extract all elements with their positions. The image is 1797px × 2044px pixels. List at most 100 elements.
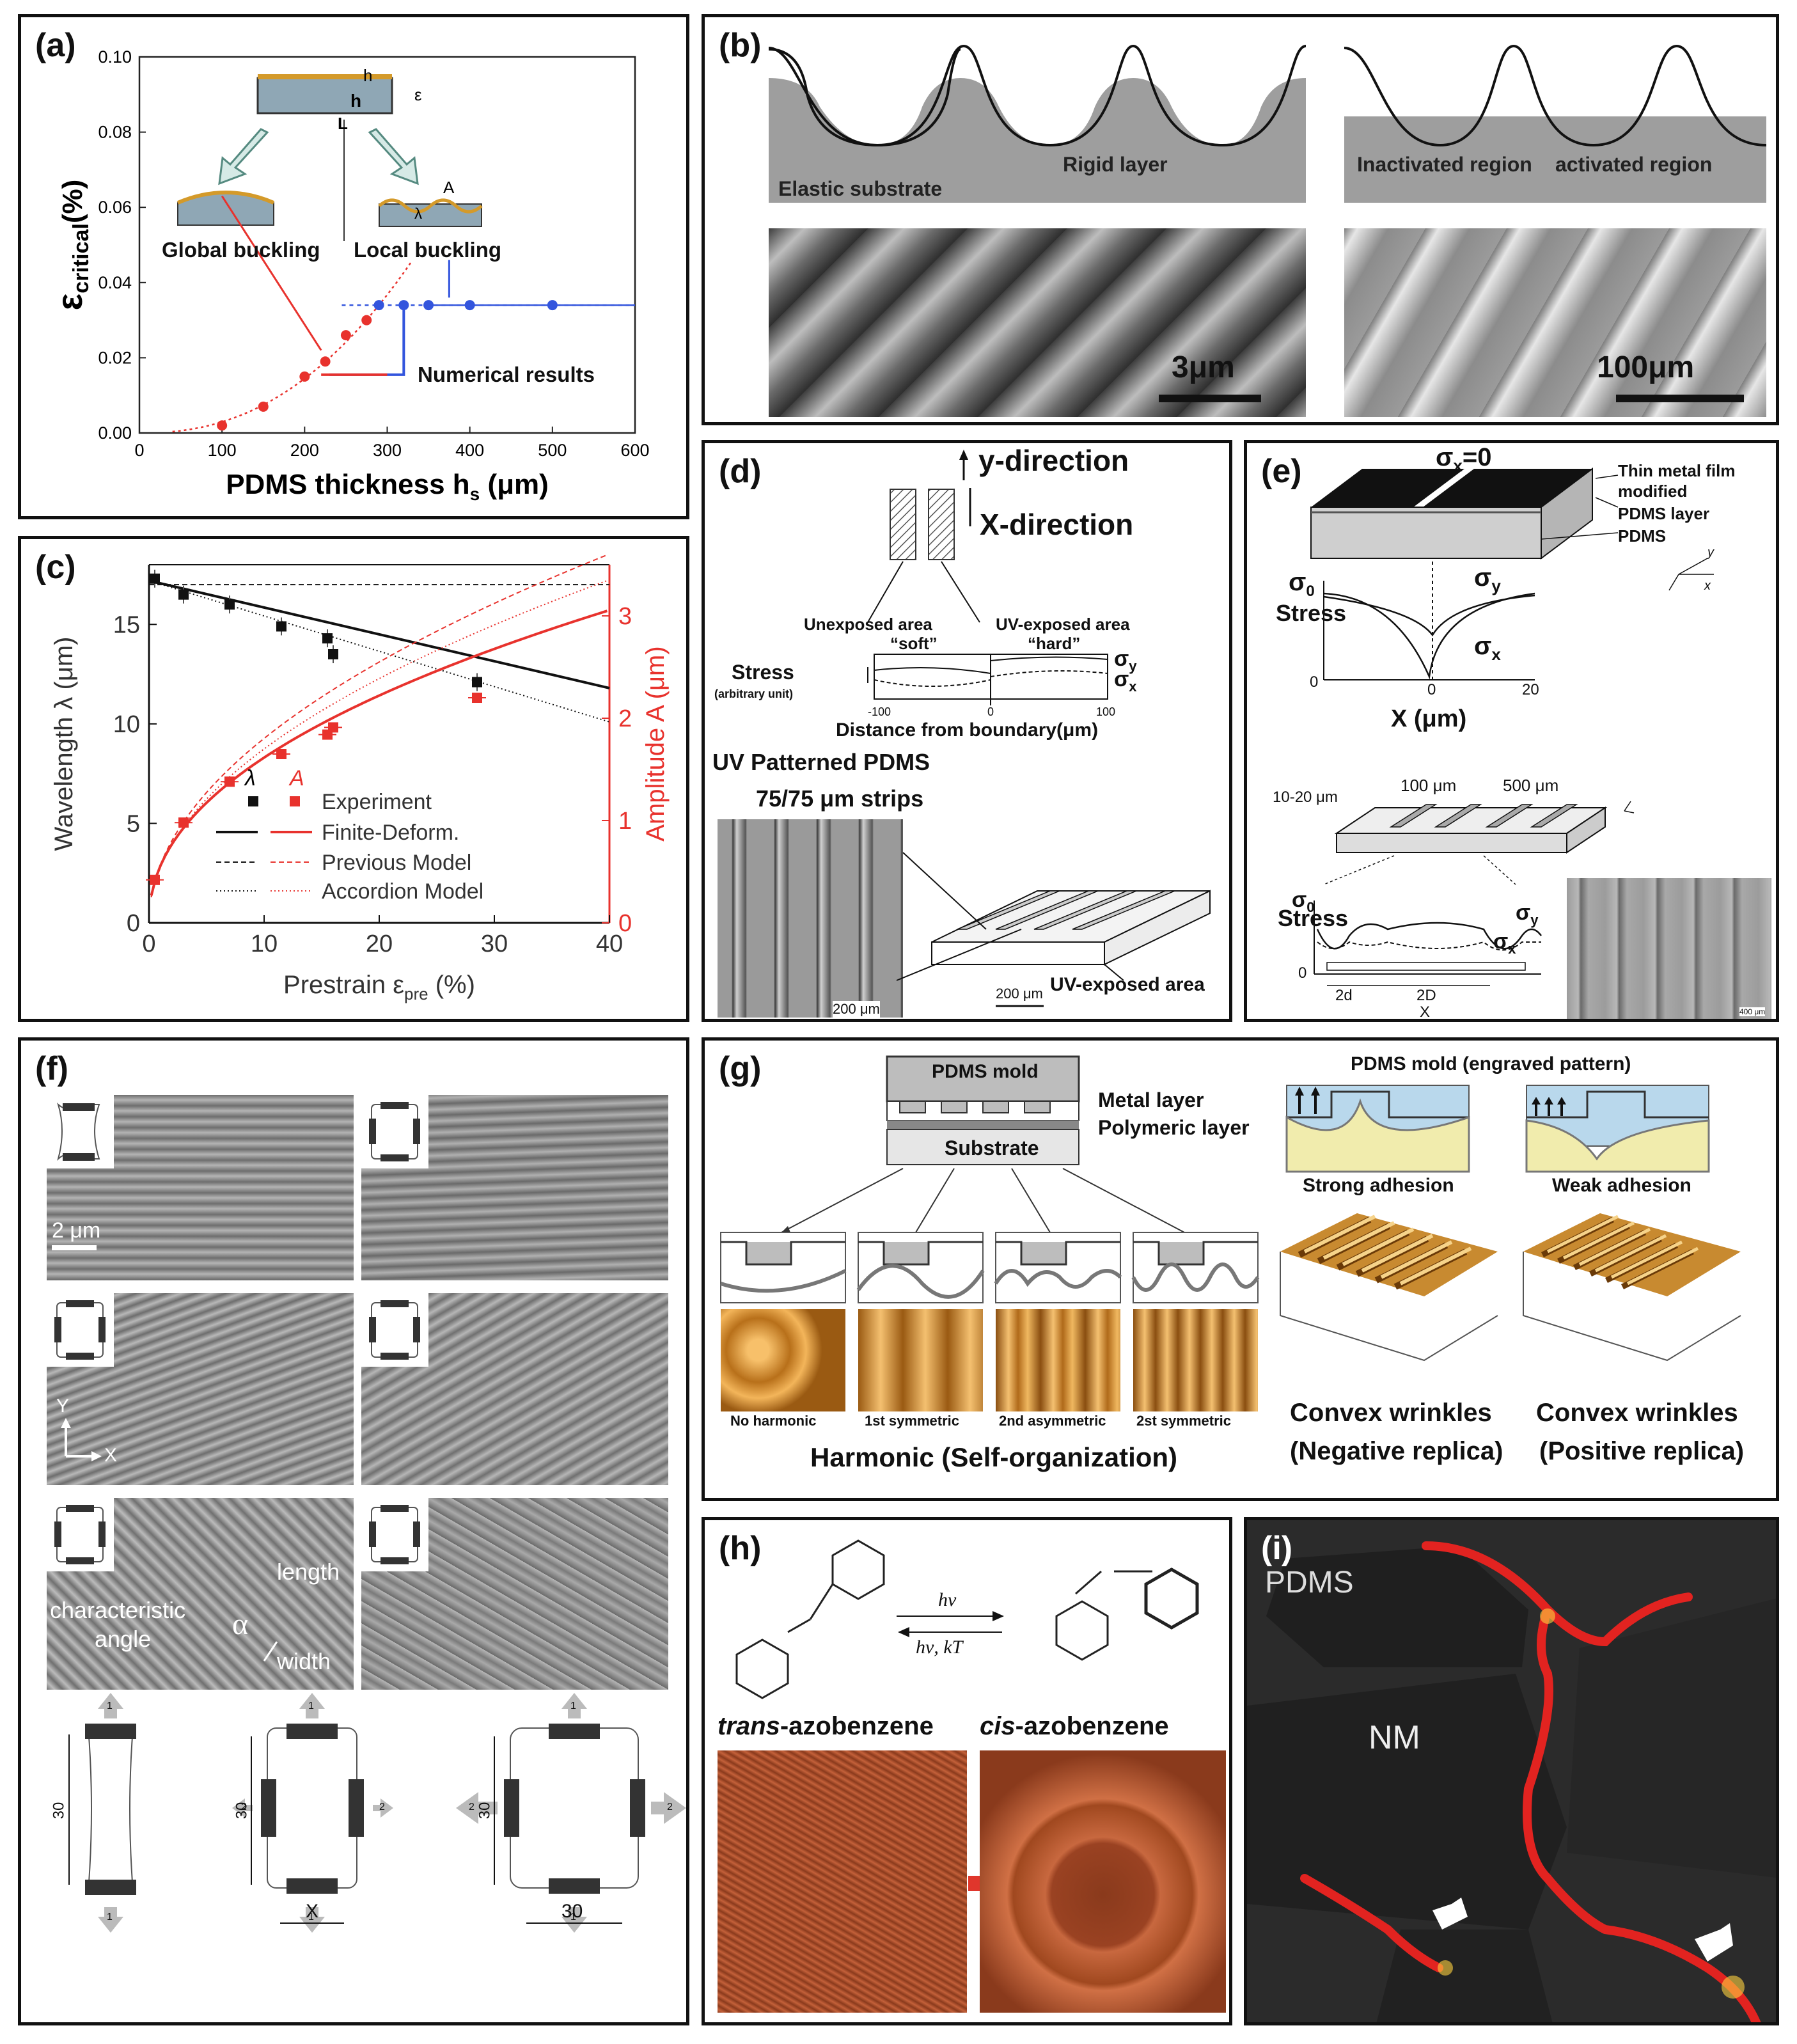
i-arrows [1432,1898,1733,1961]
h-cis-pattern-image [980,1750,1226,2013]
data-point-amplitude-c [224,776,235,787]
y-axis-label-c: Wavelength λ (μm) [50,637,78,851]
g-mode-2nd-asymmetric: 2nd asymmetric [999,1413,1106,1429]
h-cis-label: cis-azobenzene [980,1712,1169,1740]
d-stress: Stress [732,661,794,684]
legend-label-c: Experiment [322,790,432,814]
e-xlabel: X (μm) [1391,705,1467,732]
d-xdir: X-direction [980,508,1134,541]
b-sem-left-image [769,228,1306,417]
x-tick-label-a: 200 [290,441,319,460]
d-tick-100: 100 [1096,705,1116,718]
d-sigma-x: σx [1114,667,1137,695]
g-afm-2nd-asymmetric [996,1309,1120,1411]
f-arrow-1-bot-a: 1 [107,1912,113,1922]
e-width-500: 500 μm [1503,776,1559,795]
e-scale: 400 μm [1739,1007,1766,1016]
data-point-a [361,315,372,326]
data-point-a [423,300,434,311]
g-polymeric-layer: Polymeric layer [1098,1116,1250,1139]
e-2D: 2D [1416,987,1436,1004]
data-point-amplitude-c [178,817,189,828]
y2-tick-label-c: 2 [618,705,632,732]
e-sigma-y: σy [1474,563,1501,595]
f-arrow-1-top-a: 1 [107,1701,113,1711]
i-fluorescence [1247,1520,1776,2022]
e-tick-0-mid: 0 [1427,681,1436,698]
data-point-lambda-c [322,633,333,644]
panel-label-f: (f) [35,1050,68,1087]
e-sigma0-b: σ0 [1292,888,1315,915]
accordion-model-line-black-c [148,579,610,723]
y-tick-label-c: 10 [113,711,140,738]
data-point-a [464,300,475,311]
inset-eps: ε [414,85,422,104]
f-length: length [277,1559,340,1585]
h-chemistry [735,1539,1199,1699]
e-axis-x: x [1704,579,1711,593]
d-title: UV Patterned PDMS [712,749,930,775]
annotation-numerical-results: Numerical results [418,363,595,386]
y-tick-label-a: 0.08 [98,123,132,142]
panel-b: (b) Elastic substrate Rigid layer Inacti… [702,14,1779,425]
data-point-a [258,401,269,412]
e-stress-b: Stress [1278,905,1349,931]
data-point-amplitude-c [150,874,160,885]
x-tick-label-a: 600 [620,441,649,460]
e-sigma-y-b: σy [1516,900,1539,928]
g-schematic [720,1055,1710,1303]
g-harmonic-title: Harmonic (Self-organization) [810,1442,1178,1472]
inset-A0: A [443,178,455,197]
data-point-a [320,356,331,367]
y2-tick-label-c: 3 [618,603,632,630]
f-arrow-2-left-b: 2 [241,1802,247,1812]
d-schematic [867,450,1108,705]
f-inset-2 [361,1095,428,1168]
x-tick-label-c: 10 [251,931,278,957]
f-inset-6 [361,1498,428,1571]
panel-label-e: (e) [1261,453,1302,490]
b-label-inactivated: Inactivated region [1357,153,1532,176]
inset-L: L [338,114,348,133]
panel-label-h: (h) [719,1530,762,1567]
b-schematics [768,44,1767,203]
g-mode-2st-symmetric: 2st symmetric [1136,1413,1231,1429]
inset-schematic-a: h h L ε A λ [177,66,483,241]
y-tick-label-a: 0.10 [98,47,132,67]
d-arb: (arbitrary unit) [714,688,794,700]
data-point-a [299,371,310,382]
e-sigma-x-b: σx [1493,929,1516,957]
g-convex-1b: (Negative replica) [1290,1437,1503,1465]
panel-d: (d) y-direction X-direction Unexposed ar… [702,440,1232,1022]
e-tick-20: 20 [1522,681,1539,698]
f-arrow-2-right-b: 2 [379,1802,385,1812]
f-arrow-1-top-c: 1 [570,1701,576,1711]
g-afm-2st-symmetric [1133,1309,1258,1411]
data-point-a [373,300,384,311]
legend-marker-red-c [290,796,300,806]
e-sigma-x-zero: σx=0 [1436,443,1492,475]
d-unexposed: Unexposed area [804,615,932,634]
panel-e: (e) [1244,440,1779,1022]
g-afm-1st-symmetric [858,1309,983,1411]
data-point-lambda-c [328,649,338,659]
data-point-lambda-c [178,589,189,600]
annotation-global-buckling: Global buckling [162,238,320,262]
y-tick-label-c: 15 [113,611,140,638]
y2-tick-label-c: 0 [618,910,632,937]
h-trans-pattern-image [718,1750,967,2013]
panel-label-g: (g) [719,1050,762,1087]
panel-h: (h) hν hν, kT trans-azobenzene cis-azobe… [702,1517,1232,2025]
g-afm-no-harmonic [721,1309,845,1411]
f-dim-30-a: 30 [50,1802,68,1820]
x-tick-label-c: 0 [142,931,155,957]
legend-marker-black-c [248,796,258,806]
f-inset-3 [47,1293,114,1367]
x-axis-label-a: PDMS thickness hs (μm) [226,469,549,504]
b-scale-left: 3μm [1172,350,1235,384]
f-scale-label: 2 μm [52,1218,101,1243]
x-tick-label-c: 40 [596,931,623,957]
